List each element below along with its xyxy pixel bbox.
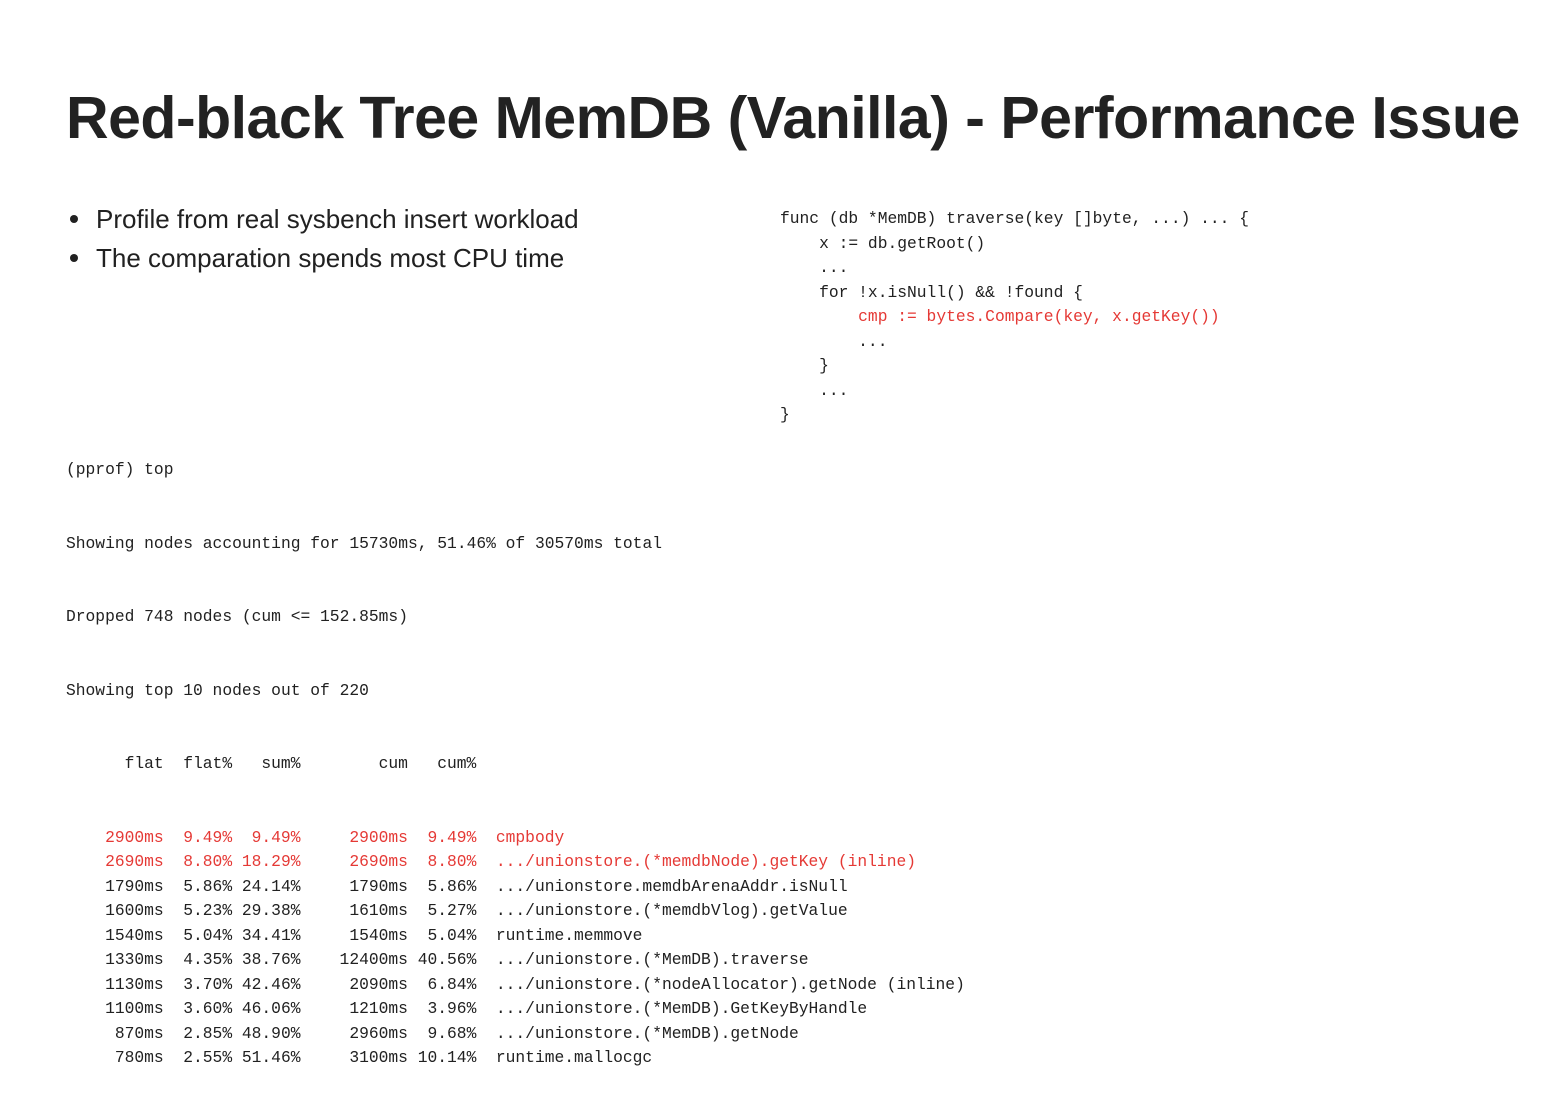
cell-sum-pct: 48.90% <box>241 1023 301 1043</box>
cell-cum-pct: 9.68% <box>427 1023 477 1043</box>
cell-cum: 2900ms <box>349 827 408 847</box>
cell-function-name: .../unionstore.(*nodeAllocator).getNode … <box>495 974 965 994</box>
bullet-text: Profile from real sysbench insert worklo… <box>96 204 579 234</box>
code-line: ... <box>858 331 888 351</box>
bullet-item: Profile from real sysbench insert worklo… <box>70 200 579 239</box>
col-cum: cum <box>378 754 408 773</box>
cell-cum-pct: 10.14% <box>417 1048 477 1067</box>
pprof-header-line: Dropped 748 nodes (cum <= 152.85ms) <box>66 607 408 626</box>
cell-flat-pct: 2.85% <box>183 1023 233 1043</box>
bullet-icon <box>70 254 78 263</box>
code-line: for !x.isNull() && !found { <box>819 282 1083 302</box>
cell-function-name: .../unionstore.(*memdbVlog).getValue <box>495 901 848 920</box>
col-flat-pct: flat% <box>183 754 233 773</box>
code-line: ... <box>819 258 849 277</box>
cell-cum: 12400ms <box>339 950 408 969</box>
pprof-row: 1100ms 3.60% 46.06% 1210ms 3.96% .../unionsto… <box>66 997 965 1022</box>
bullet-item: The comparation spends most CPU time <box>70 239 579 278</box>
code-line: x := db.getRoot() <box>819 233 986 253</box>
pprof-output: (pprof) top Showing nodes accounting for… <box>66 409 965 1095</box>
cell-sum-pct: 24.14% <box>241 876 301 896</box>
cell-function-name: .../unionstore.(*MemDB).GetKeyByHandle <box>495 999 868 1018</box>
cell-function-name: .../unionstore.memdbArenaAddr.isNull <box>495 876 848 896</box>
cell-function-name: runtime.mallocgc <box>495 1048 653 1067</box>
pprof-row: 1130ms 3.70% 42.46% 2090ms 6.84% .../unionsto… <box>66 973 965 998</box>
col-cum-pct: cum% <box>437 754 477 773</box>
pprof-row: 2900ms 9.49% 9.49% 2900ms 9.49% cmpbody <box>66 826 965 851</box>
cell-flat: 1540ms <box>105 925 164 945</box>
cell-flat: 1130ms <box>105 974 164 994</box>
cell-flat-pct: 9.49% <box>183 827 233 847</box>
cell-cum: 2690ms <box>349 852 408 871</box>
pprof-row: 870ms 2.85% 48.90% 2960ms 9.68% .../unionstor… <box>66 1022 965 1047</box>
cell-function-name: .../unionstore.(*MemDB).getNode <box>495 1023 799 1043</box>
cell-cum-pct: 3.96% <box>427 999 477 1018</box>
slide-title: Red-black Tree MemDB (Vanilla) - Perform… <box>66 85 1520 151</box>
cell-cum: 2090ms <box>349 974 408 994</box>
cell-cum-pct: 5.27% <box>427 901 477 920</box>
code-line: } <box>780 405 790 424</box>
cell-flat-pct: 2.55% <box>183 1048 233 1067</box>
pprof-row: 1330ms 4.35% 38.76% 12400ms 40.56% .../unions… <box>66 948 965 973</box>
bullet-list: Profile from real sysbench insert worklo… <box>70 200 579 278</box>
cell-flat: 780ms <box>114 1048 164 1067</box>
bullet-icon <box>70 215 78 224</box>
cell-flat-pct: 3.70% <box>183 974 233 994</box>
cell-flat: 1790ms <box>105 876 164 896</box>
cell-function-name: .../unionstore.(*memdbNode).getKey (inli… <box>495 852 916 871</box>
cell-sum-pct: 46.06% <box>241 999 301 1018</box>
pprof-row: 1540ms 5.04% 34.41% 1540ms 5.04% runtime.memm… <box>66 924 965 949</box>
cell-flat: 1100ms <box>105 999 164 1018</box>
cell-cum: 2960ms <box>349 1023 408 1043</box>
cell-flat: 2900ms <box>105 827 164 847</box>
cell-cum-pct: 5.04% <box>427 925 477 945</box>
cell-sum-pct: 38.76% <box>241 950 301 969</box>
pprof-header-line: Showing top 10 nodes out of 220 <box>66 680 369 700</box>
cell-flat-pct: 5.23% <box>183 901 233 920</box>
cell-cum-pct: 6.84% <box>427 974 477 994</box>
cell-flat: 1600ms <box>105 901 164 920</box>
code-line: } <box>819 356 829 375</box>
cell-cum-pct: 8.80% <box>427 852 477 871</box>
cell-sum-pct: 9.49% <box>251 827 301 847</box>
pprof-column-headers: flat flat% sum% cum cum% <box>66 752 965 777</box>
col-sum-pct: sum% <box>261 754 301 773</box>
cell-cum: 1540ms <box>349 925 408 945</box>
cell-flat: 870ms <box>114 1023 164 1043</box>
cell-sum-pct: 42.46% <box>241 974 301 994</box>
cell-cum-pct: 40.56% <box>417 950 477 969</box>
code-line: func (db *MemDB) traverse(key []byte, ..… <box>780 209 1249 228</box>
cell-flat: 1330ms <box>105 950 164 969</box>
pprof-row: 2690ms 8.80% 18.29% 2690ms 8.80% .../unionsto… <box>66 850 965 875</box>
cell-function-name: runtime.memmove <box>495 925 643 945</box>
cell-function-name: cmpbody <box>495 827 565 847</box>
cell-cum: 3100ms <box>349 1048 408 1067</box>
cell-flat-pct: 3.60% <box>183 999 233 1018</box>
cell-cum: 1210ms <box>349 999 408 1018</box>
pprof-header-line: Showing nodes accounting for 15730ms, 51… <box>66 533 662 553</box>
code-line: ... <box>819 380 849 400</box>
code-snippet: func (db *MemDB) traverse(key []byte, ..… <box>780 207 1249 428</box>
cell-cum-pct: 5.86% <box>427 876 477 896</box>
cell-sum-pct: 29.38% <box>241 901 301 920</box>
cell-sum-pct: 18.29% <box>241 852 301 871</box>
cell-flat-pct: 4.35% <box>183 950 233 969</box>
cell-cum-pct: 9.49% <box>427 827 477 847</box>
code-line-highlighted: cmp := bytes.Compare(key, x.getKey()) <box>858 307 1220 326</box>
cell-flat-pct: 5.86% <box>183 876 233 896</box>
pprof-row: 780ms 2.55% 51.46% 3100ms 10.14% runtime.mall… <box>66 1046 965 1071</box>
cell-flat-pct: 8.80% <box>183 852 233 871</box>
cell-sum-pct: 51.46% <box>241 1048 301 1067</box>
cell-cum: 1790ms <box>349 876 408 896</box>
col-flat: flat <box>124 754 164 773</box>
bullet-text: The comparation spends most CPU time <box>96 243 565 273</box>
cell-function-name: .../unionstore.(*MemDB).traverse <box>495 950 809 969</box>
pprof-row: 1790ms 5.86% 24.14% 1790ms 5.86% .../unionsto… <box>66 875 965 900</box>
cell-sum-pct: 34.41% <box>241 925 301 945</box>
cell-flat-pct: 5.04% <box>183 925 233 945</box>
pprof-header-line: (pprof) top <box>66 460 174 479</box>
cell-flat: 2690ms <box>105 852 164 871</box>
cell-cum: 1610ms <box>349 901 408 920</box>
pprof-row: 1600ms 5.23% 29.38% 1610ms 5.27% .../unionsto… <box>66 899 965 924</box>
